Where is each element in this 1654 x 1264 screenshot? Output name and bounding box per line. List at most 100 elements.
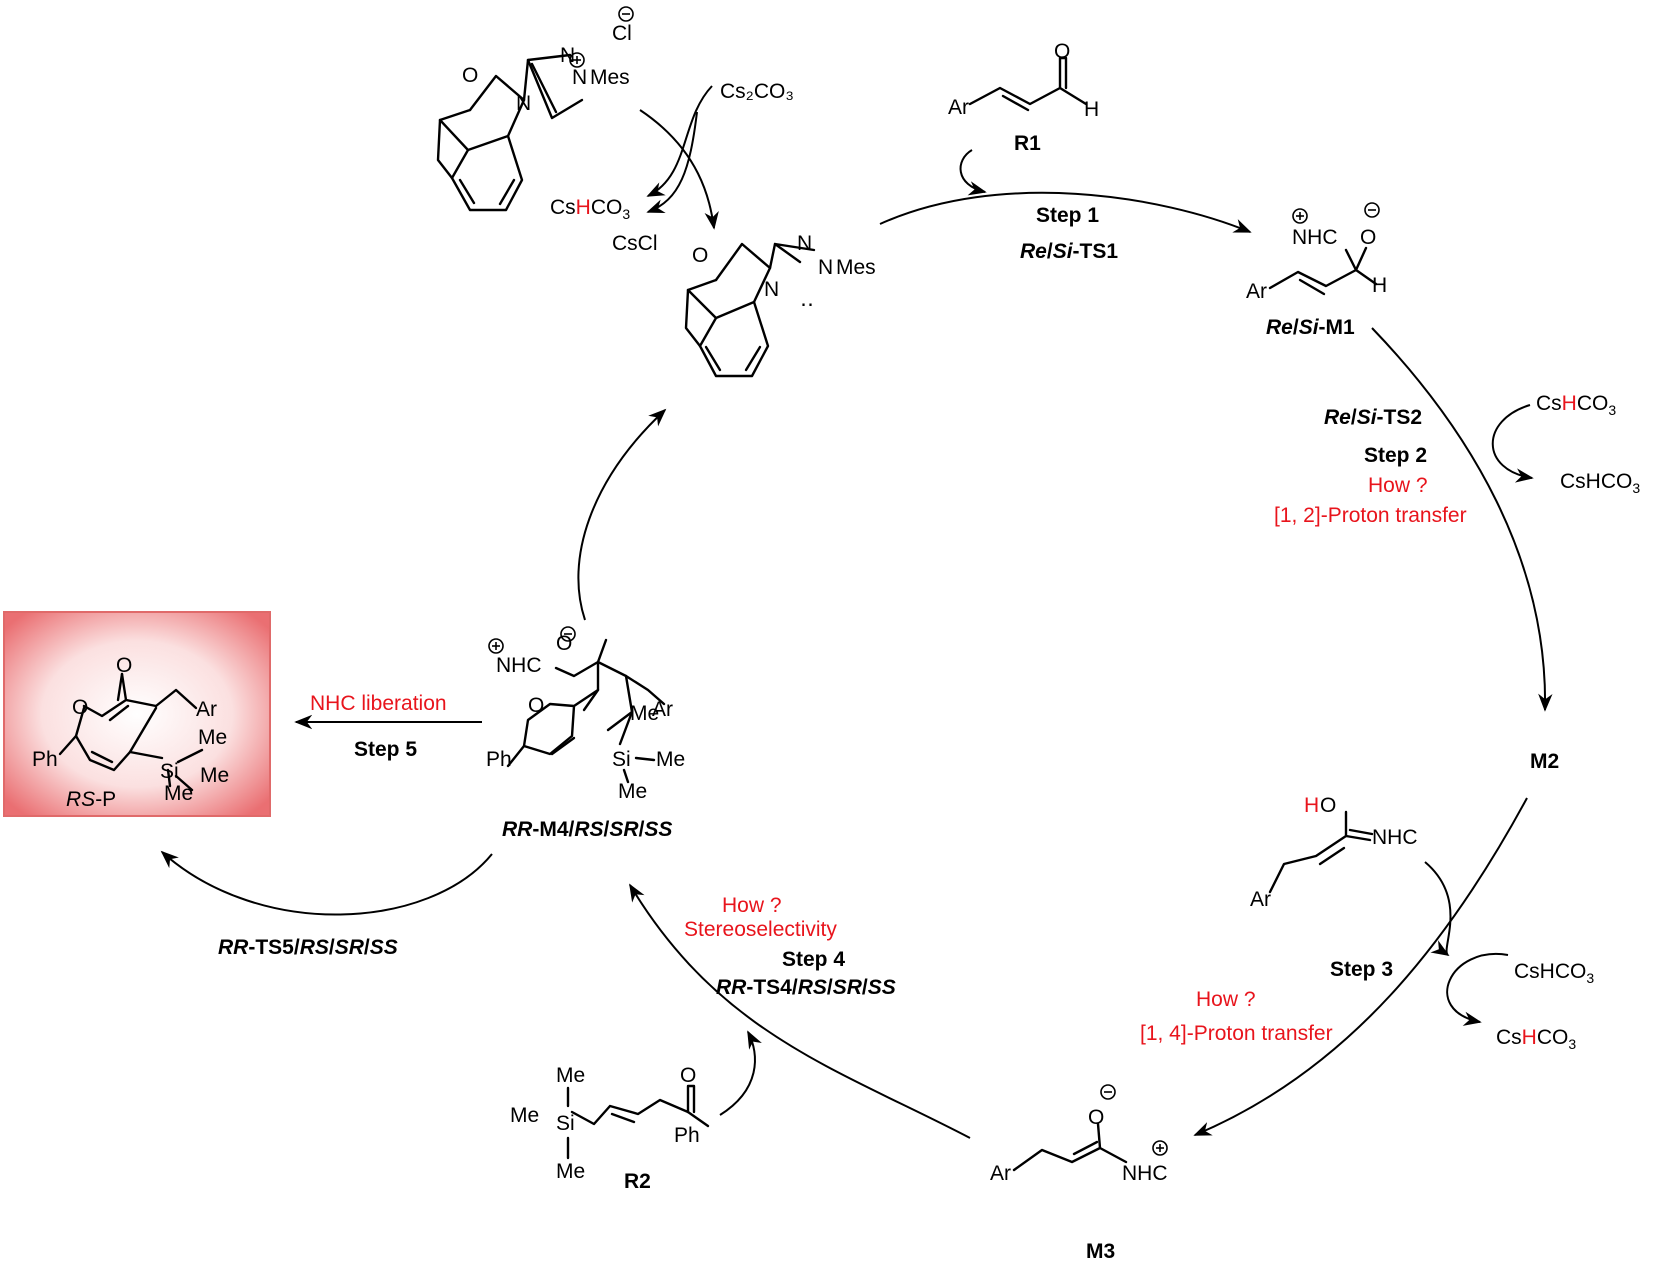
- m4-aryl: Ar: [652, 698, 673, 721]
- r1-oxygen: O: [1054, 40, 1070, 63]
- m3-structure: Ar O NHC M3: [990, 1084, 1168, 1263]
- m1-structure: NHC O H Ar Re/Si-M1: [1246, 202, 1387, 339]
- m1-plus-charge: [1292, 208, 1308, 224]
- carbene-n3-atom: N: [764, 278, 779, 301]
- step3-arrow: [1193, 797, 1528, 1136]
- m2-structure: Ar H O NHC: [1250, 794, 1418, 911]
- step4-label: Step 4: [782, 948, 845, 971]
- m3-nhc: NHC: [1122, 1162, 1168, 1185]
- step3-label: Step 3: [1330, 958, 1393, 981]
- product-me2: Me: [200, 764, 229, 787]
- m2-label: M2: [1530, 750, 1559, 773]
- free-carbene-structure: O N N N Mes ‥: [684, 232, 876, 378]
- carbene-lone-pair: ‥: [800, 288, 814, 311]
- m1-oxygen: O: [1360, 226, 1376, 249]
- reagent-arrows: [639, 85, 1534, 1116]
- m3-oxygen: O: [1088, 1106, 1104, 1129]
- step5-note: NHC liberation: [310, 692, 447, 715]
- cshco3-byproduct-label: CsHCO3: [550, 196, 630, 222]
- step4-note: Stereoselectivity: [684, 918, 837, 941]
- m4-nhc: NHC: [496, 654, 542, 677]
- m4-si: Si: [612, 748, 631, 771]
- precatalyst-structure: O N N N Mes Cl: [436, 6, 634, 212]
- carbene-n1-atom: N: [797, 232, 812, 255]
- m3-label: M3: [1086, 1240, 1115, 1263]
- step2-question: How ?: [1368, 474, 1428, 497]
- step2-reagent-in: CsHCO3: [1536, 392, 1616, 418]
- step2-note: [1, 2]-Proton transfer: [1274, 504, 1467, 527]
- m2-to-step3-arrow: [1424, 861, 1452, 956]
- step3-note: [1, 4]-Proton transfer: [1140, 1022, 1333, 1045]
- r1-hydrogen: H: [1084, 98, 1099, 121]
- precatalyst-n3-atom: N: [516, 92, 531, 115]
- base-label: Cs₂CO₃: [720, 80, 794, 103]
- step2-label: Step 2: [1364, 444, 1427, 467]
- m1-hydrogen: H: [1372, 274, 1387, 297]
- product-me1: Me: [198, 726, 227, 749]
- r2-oxygen: O: [680, 1064, 696, 1087]
- r1-label: R1: [1014, 132, 1041, 155]
- r2-label: R2: [624, 1170, 651, 1193]
- step4-arrow: [629, 883, 971, 1139]
- step1-ts-label: Re/Si-TS1: [1020, 240, 1118, 263]
- step3-reagent-arrow: [1446, 952, 1509, 1026]
- r2-me-top: Me: [556, 1064, 585, 1087]
- m4-me3: Me: [618, 780, 647, 803]
- m4-plus-charge: [488, 638, 504, 654]
- cycle-return-arrow: [577, 408, 667, 621]
- r2-phenyl: Ph: [674, 1124, 700, 1147]
- m2-hydrogen: H: [1304, 794, 1319, 817]
- m1-nhc: NHC: [1292, 226, 1338, 249]
- m2-nhc: NHC: [1372, 826, 1418, 849]
- r2-me-bottom: Me: [556, 1160, 585, 1183]
- r2-si: Si: [556, 1112, 575, 1135]
- m1-label: Re/Si-M1: [1266, 316, 1355, 339]
- m4-oxygen-top: O: [556, 632, 572, 655]
- cscl-byproduct-label: CsCl: [612, 232, 658, 255]
- m1-aryl: Ar: [1246, 280, 1267, 303]
- m4-phenyl: Ph: [486, 748, 512, 771]
- step3-question: How ?: [1196, 988, 1256, 1011]
- product-carbonyl-o: O: [116, 654, 132, 677]
- precatalyst-mes: Mes: [590, 66, 630, 89]
- precatalyst-n2-atom: N: [572, 66, 587, 89]
- step2-arrow: [1371, 327, 1553, 712]
- precatalyst-counterion: Cl: [612, 22, 632, 45]
- carbene-mes: Mes: [836, 256, 876, 279]
- cycle-arrows: [160, 191, 1553, 1139]
- product-structure: O O Ar Ph Si Me Me Me RS-P: [32, 654, 229, 811]
- step5-ts-label: RR-TS5/RS/SR/SS: [218, 936, 398, 959]
- step5-ts-arrow: [160, 850, 493, 916]
- m3-aryl: Ar: [990, 1162, 1011, 1185]
- m3-minus-charge: [1100, 1084, 1116, 1100]
- precatalyst-o-atom: O: [462, 64, 478, 87]
- chloride-minus-charge: [618, 6, 634, 22]
- m4-structure: NHC O O Ar Ph Me Si Me Me RR-M4/RS/SR/SS: [486, 626, 685, 841]
- m4-oxygen-ring: O: [528, 694, 544, 717]
- m2-oxygen: O: [1320, 794, 1336, 817]
- r1-entry-arrow: [959, 149, 987, 196]
- m4-label: RR-M4/RS/SR/SS: [502, 818, 672, 841]
- m3-plus-charge: [1152, 1140, 1168, 1156]
- carbene-o-atom: O: [692, 244, 708, 267]
- m4-me2: Me: [656, 748, 685, 771]
- product-ring-o: O: [72, 696, 88, 719]
- m2-aryl: Ar: [1250, 888, 1271, 911]
- product-phenyl: Ph: [32, 748, 58, 771]
- r2-me-left: Me: [510, 1104, 539, 1127]
- catalyst-activation-arrow: [639, 109, 719, 230]
- step3-reagent-out: CsHCO3: [1496, 1026, 1576, 1052]
- step4-question: How ?: [722, 894, 782, 917]
- step2-reagent-out: CsHCO3: [1560, 470, 1640, 496]
- step5-label: Step 5: [354, 738, 417, 761]
- product-aryl: Ar: [196, 698, 217, 721]
- r2-structure: Me Me Si Me O Ph R2: [510, 1064, 710, 1193]
- m4-minus-charge: [560, 626, 576, 642]
- step1-label: Step 1: [1036, 204, 1099, 227]
- carbene-n2-atom: N: [818, 256, 833, 279]
- step4-ts-label: RR-TS4/RS/SR/SS: [716, 976, 896, 999]
- step2-ts-label: Re/Si-TS2: [1324, 406, 1422, 429]
- precatalyst-plus-charge: [569, 52, 585, 68]
